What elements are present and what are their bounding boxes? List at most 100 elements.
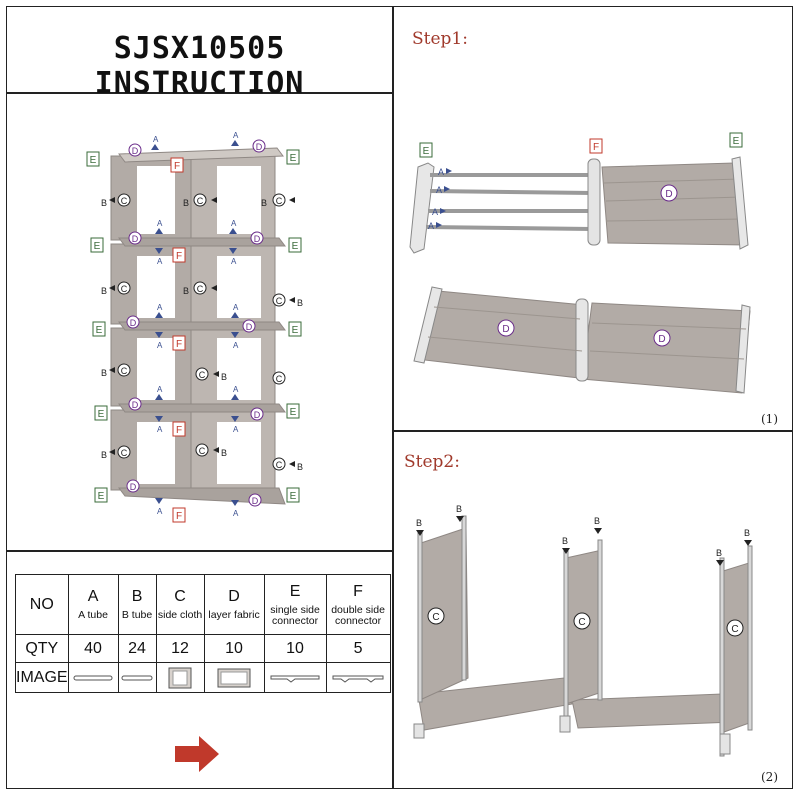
d-label: D — [242, 319, 256, 333]
d-label: D — [497, 319, 515, 337]
svg-text:E: E — [290, 491, 297, 502]
svg-text:E: E — [733, 136, 740, 147]
a-arrow: AA — [231, 385, 239, 434]
f-label: F — [172, 247, 186, 263]
step1-panel: Step1: E F E D A A A — [393, 6, 793, 431]
svg-text:A: A — [233, 385, 239, 394]
step2-diagram: B B B B B B C C C — [413, 504, 753, 757]
step1-shelf-assembly — [413, 286, 751, 394]
svg-text:B: B — [221, 372, 227, 382]
svg-text:D: D — [665, 189, 672, 200]
svg-text:B: B — [297, 462, 303, 472]
part-letter: E — [289, 582, 301, 600]
svg-text:D: D — [658, 334, 665, 345]
part-qty: 10 — [263, 634, 327, 663]
svg-text:D: D — [132, 400, 139, 410]
svg-text:B: B — [101, 198, 107, 208]
step1-title: Step1: — [412, 29, 468, 49]
svg-text:A: A — [231, 257, 237, 266]
svg-text:D: D — [502, 324, 509, 335]
svg-text:B: B — [183, 198, 189, 208]
part-image-side-cloth — [155, 662, 205, 693]
svg-text:A: A — [436, 185, 442, 195]
a-arrows: A A A A — [428, 167, 452, 231]
svg-text:C: C — [276, 296, 283, 306]
svg-text:A: A — [233, 131, 239, 140]
step2-number: (2) — [761, 770, 778, 784]
svg-text:B: B — [562, 536, 568, 546]
svg-text:E: E — [98, 409, 105, 420]
document-title: SJSX10505 INSTRUCTION — [94, 31, 305, 101]
part-letter: C — [174, 588, 186, 605]
svg-text:A: A — [231, 219, 237, 228]
svg-text:C: C — [121, 366, 128, 376]
c-label: C — [427, 607, 445, 625]
part-image-layer-fabric — [203, 662, 265, 693]
svg-text:C: C — [121, 196, 128, 206]
f-label: F — [170, 157, 184, 173]
svg-text:B: B — [183, 286, 189, 296]
svg-text:E: E — [98, 491, 105, 502]
a-arrow: AA — [229, 219, 237, 266]
svg-text:E: E — [292, 325, 299, 336]
a-arrow: AA — [155, 303, 163, 350]
part-qty: 5 — [325, 634, 391, 663]
svg-text:E: E — [96, 325, 103, 336]
svg-text:C: C — [276, 374, 283, 384]
layer-fabric — [118, 321, 286, 331]
svg-text:A: A — [157, 219, 163, 228]
f-label: F — [172, 421, 186, 437]
e-label: E — [729, 132, 743, 148]
svg-text:A: A — [432, 207, 438, 217]
part-letter: A — [87, 588, 99, 605]
d-fabric-labels: D D D D D D D D D D — [126, 139, 266, 507]
svg-text:D: D — [252, 496, 259, 506]
part-name: A tube — [78, 609, 108, 621]
f-connector-labels: F F F F F — [170, 157, 186, 523]
svg-text:B: B — [416, 518, 422, 528]
svg-text:B: B — [297, 298, 303, 308]
d-label: D — [126, 315, 140, 329]
part-image-a-tube — [67, 662, 119, 693]
a-arrow: A — [155, 498, 163, 516]
d-label: D — [248, 493, 262, 507]
f-label: F — [172, 507, 186, 523]
part-name: B tube — [121, 609, 153, 621]
svg-text:A: A — [233, 509, 239, 518]
a-arrow: AA — [155, 219, 163, 266]
svg-text:C: C — [578, 617, 585, 628]
svg-text:C: C — [731, 624, 738, 635]
svg-text:B: B — [101, 286, 107, 296]
part-qty: 24 — [117, 634, 157, 663]
table-row: QTY 40 24 12 10 10 5 — [15, 634, 391, 663]
part-name: single side connector — [270, 603, 320, 627]
table-row: IMAGE — [15, 662, 391, 693]
shelf-opening — [137, 166, 175, 234]
svg-text:C: C — [121, 448, 128, 458]
step1-number: (1) — [761, 412, 778, 426]
svg-text:F: F — [176, 339, 182, 350]
shelf-opening — [137, 422, 175, 484]
a-tube-arrows: A A AA AA AA AA AA AA A A — [151, 131, 239, 518]
svg-text:D: D — [254, 234, 261, 244]
part-image-b-tube — [117, 662, 157, 693]
part-qty: 40 — [67, 634, 119, 663]
row-label-no: NO — [15, 574, 69, 635]
svg-text:E: E — [90, 155, 97, 166]
d-label: D — [128, 397, 142, 411]
e-label: E — [94, 405, 108, 421]
svg-text:F: F — [593, 142, 599, 153]
a-arrow: A — [151, 135, 159, 150]
svg-text:C: C — [432, 612, 439, 623]
f-label: F — [589, 138, 603, 154]
step1-tube-assembly — [409, 156, 749, 254]
shelf-opening — [137, 338, 175, 400]
